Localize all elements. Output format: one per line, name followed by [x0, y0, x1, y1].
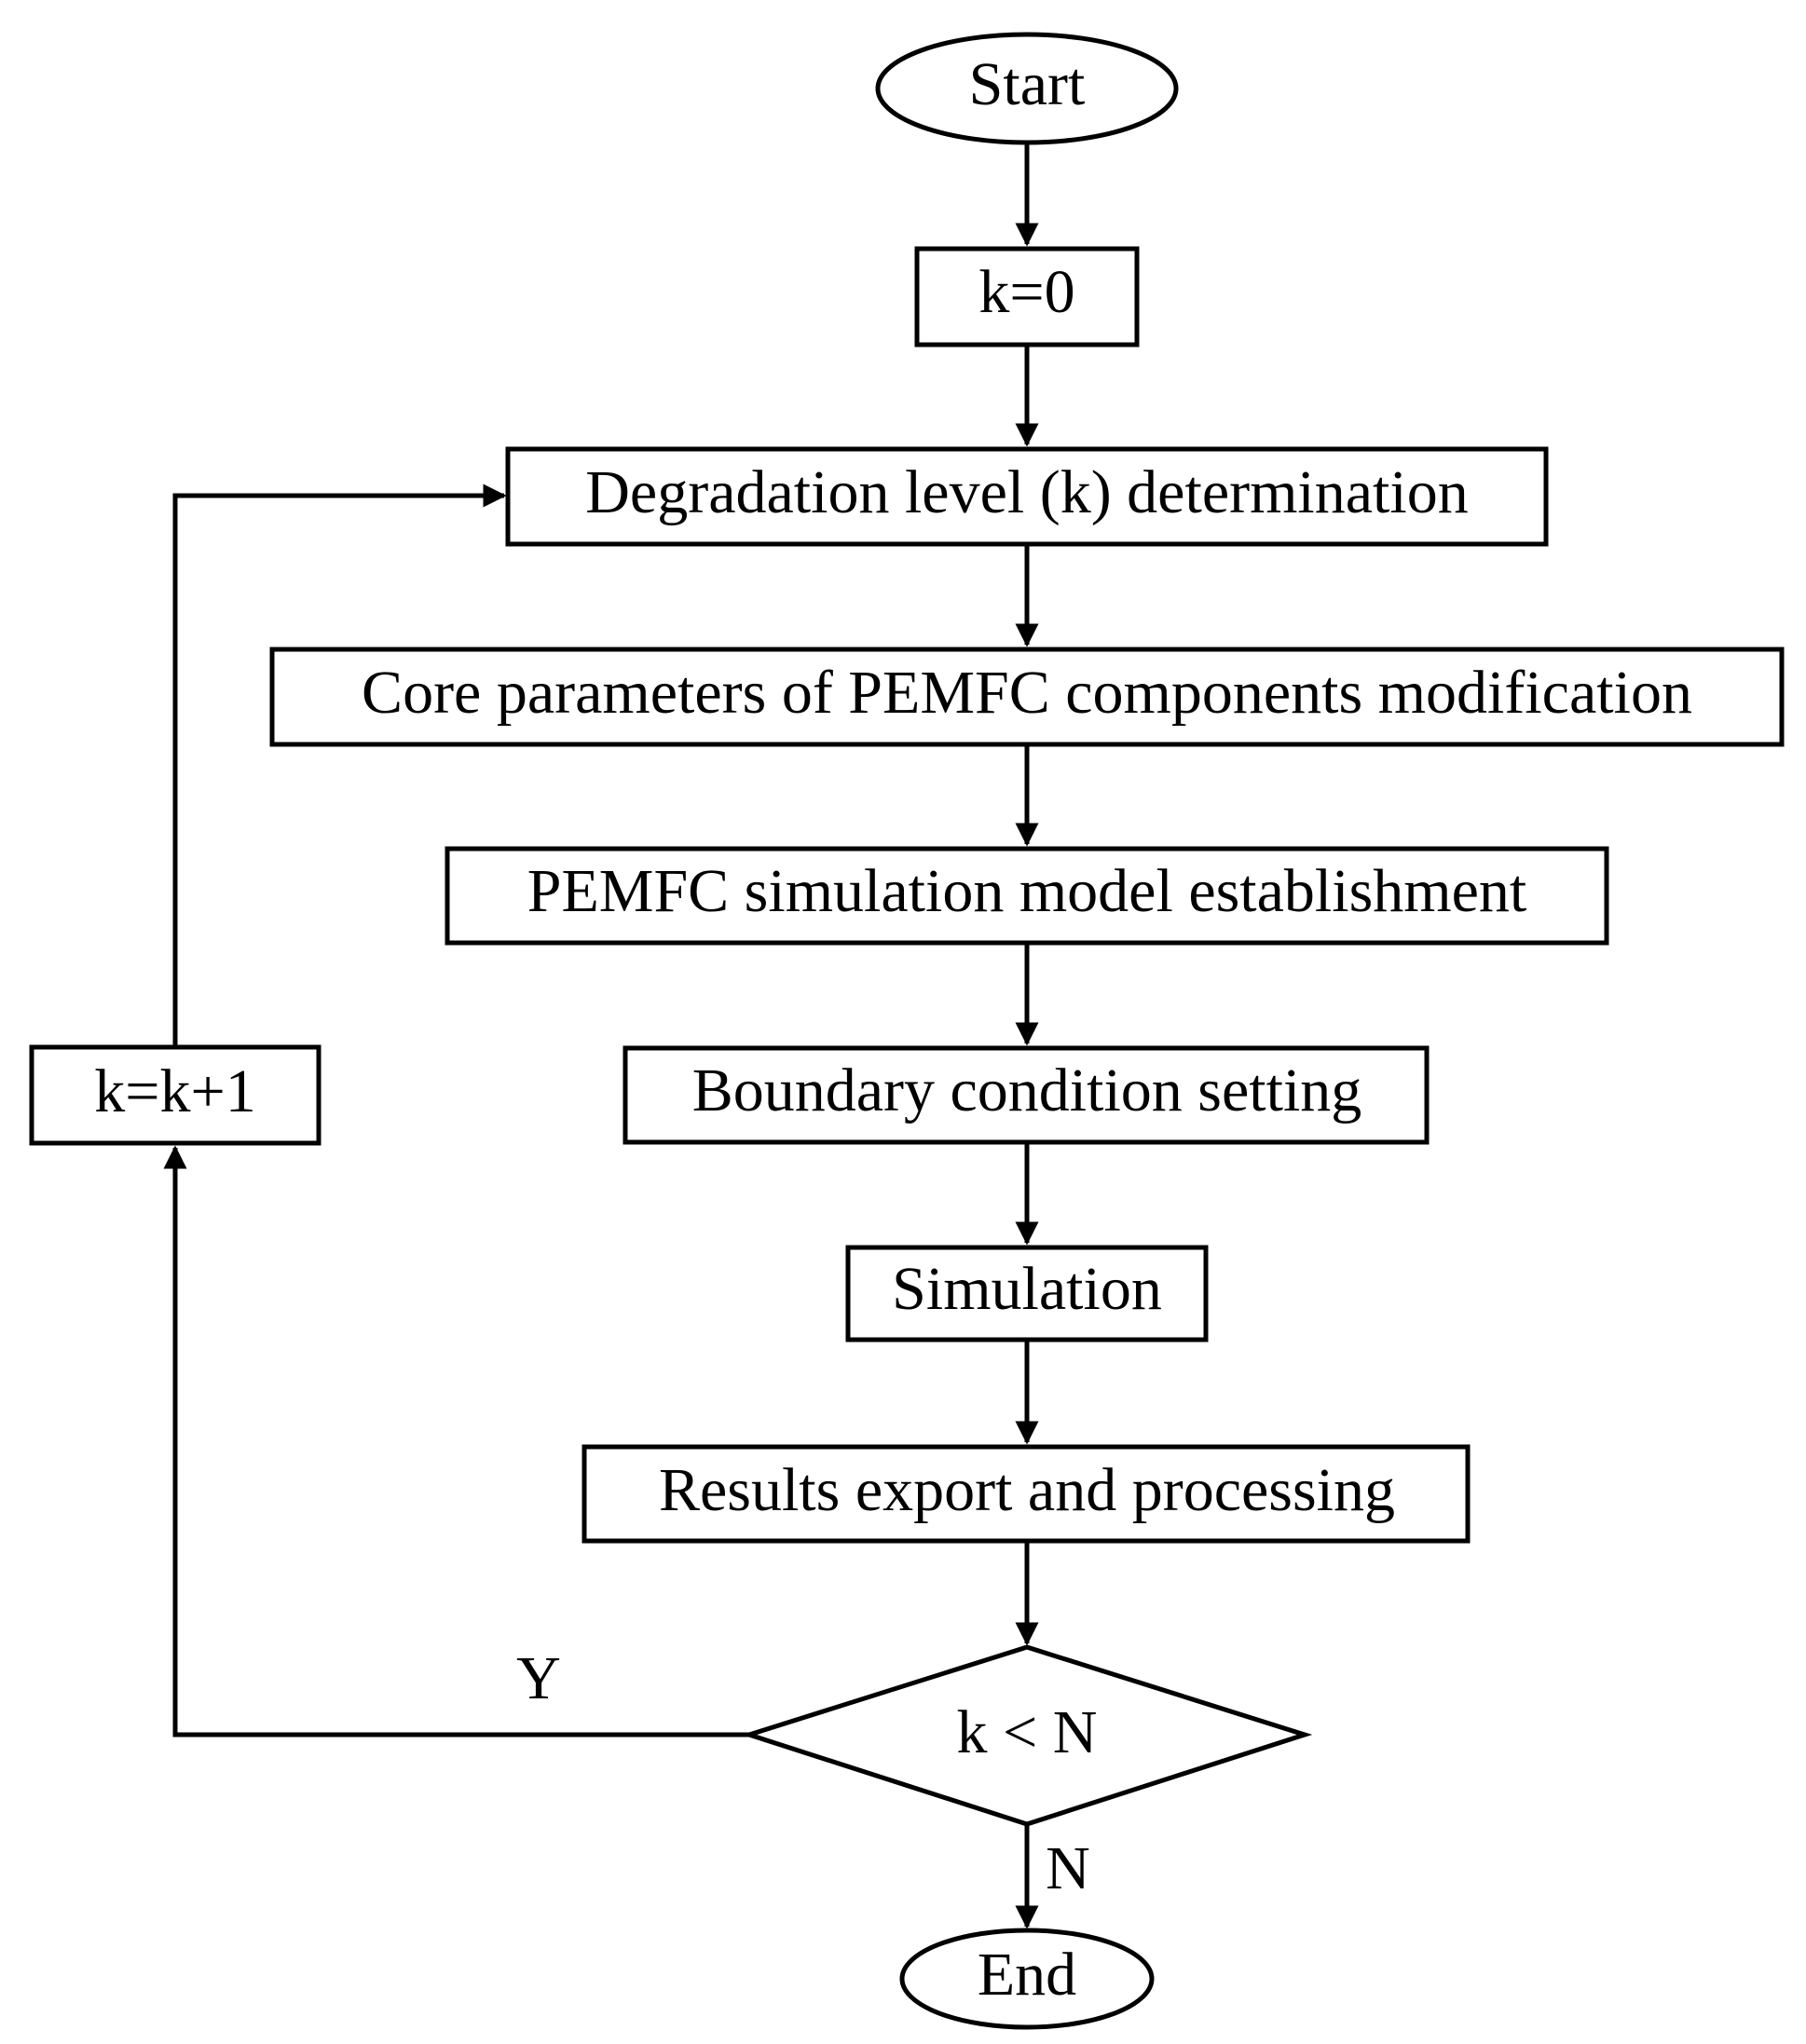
end-label: End — [978, 1941, 1076, 2009]
no-branch-label: N — [1046, 1834, 1090, 1902]
boundary-label: Boundary condition setting — [692, 1056, 1362, 1124]
arrow-decision-yes-to-increment — [163, 1145, 749, 1737]
decision-label: k < N — [957, 1698, 1098, 1766]
yes-branch-label: Y — [516, 1644, 561, 1712]
model-label: PEMFC simulation model establishment — [527, 857, 1527, 925]
increment-box — [29, 1044, 322, 1146]
model-box — [445, 846, 1609, 946]
degradation-label: Degradation level (k) determination — [585, 458, 1468, 526]
boundary-box — [623, 1045, 1430, 1145]
end-terminator — [899, 1928, 1155, 2030]
simulation-box — [845, 1245, 1209, 1342]
init-label: k=0 — [978, 258, 1074, 326]
core-params-label: Core parameters of PEMFC components modi… — [362, 659, 1692, 727]
decision-diamond — [741, 1644, 1313, 1827]
degradation-box — [505, 446, 1549, 547]
arrow-increment-to-degradation — [172, 484, 507, 1047]
start-terminator — [875, 32, 1179, 145]
increment-label: k=k+1 — [94, 1057, 255, 1125]
results-box — [581, 1444, 1471, 1544]
core-params-box — [269, 647, 1785, 747]
init-box — [914, 246, 1140, 347]
results-label: Results export and processing — [659, 1456, 1395, 1524]
simulation-label: Simulation — [892, 1255, 1162, 1323]
start-label: Start — [969, 50, 1086, 118]
